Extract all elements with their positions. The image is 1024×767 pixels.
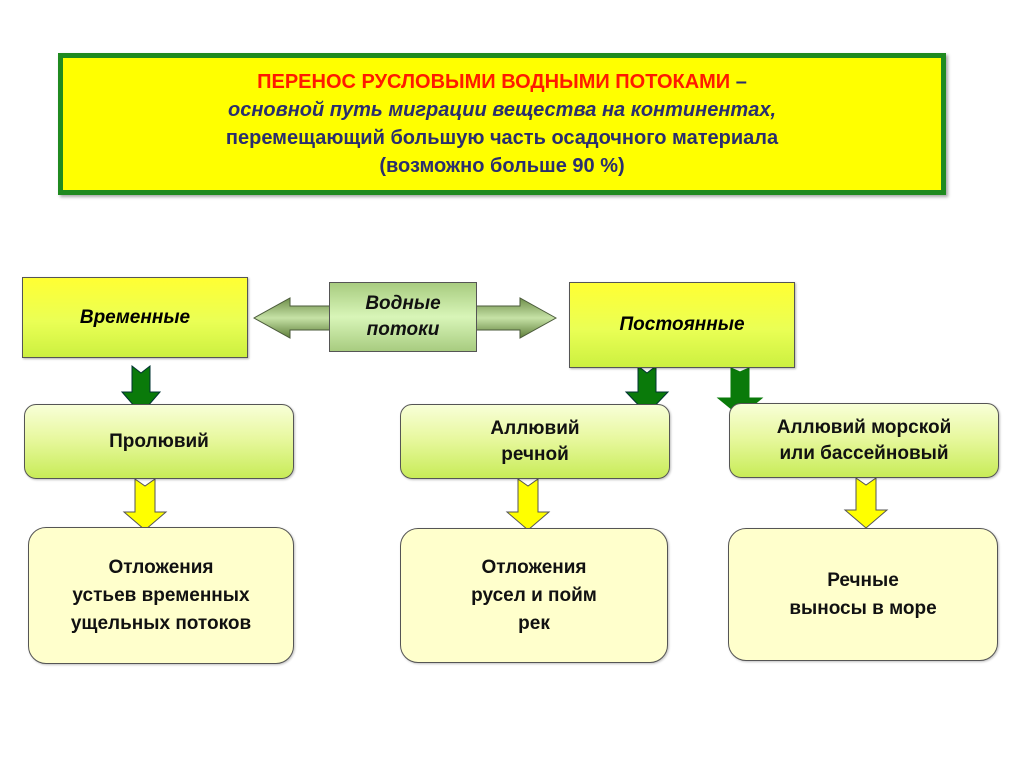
header-line-4: (возможно больше 90 %)	[379, 155, 625, 177]
river-alluvium-line-2: речной	[501, 443, 569, 465]
header-dash: –	[730, 71, 747, 93]
river-alluvium-box: Аллювий речной	[400, 404, 670, 479]
double-arrow-left-icon	[252, 297, 331, 339]
temporary-deposits-line-2: устьев временных	[72, 584, 250, 606]
proluvium-label: Пролювий	[109, 430, 209, 452]
double-arrow-right-icon	[475, 297, 558, 339]
marine-alluvium-line-2: или бассейновый	[779, 442, 949, 464]
category-permanent-label: Постоянные	[619, 314, 745, 335]
yellow-down-arrow-icon	[505, 478, 551, 531]
temporary-deposits-line-3: ущельных потоков	[70, 612, 252, 634]
temporary-deposits-line-1: Отложения	[108, 556, 214, 578]
marine-alluvium-line-1: Аллювий морской	[776, 416, 952, 438]
sea-outflow-line-1: Речные	[827, 569, 899, 591]
river-deposits-line-1: Отложения	[481, 556, 587, 578]
proluvium-box: Пролювий	[24, 404, 294, 479]
header-line-3: перемещающий большую часть осадочного ма…	[225, 127, 779, 149]
yellow-down-arrow-icon	[122, 478, 168, 531]
header-box: ПЕРЕНОС РУСЛОВЫМИ ВОДНЫМИ ПОТОКАМИ – осн…	[58, 53, 946, 195]
river-deposits-line-2: русел и пойм	[471, 584, 597, 606]
marine-alluvium-box: Аллювий морской или бассейновый	[729, 403, 999, 478]
water-flows-line-2: потоки	[366, 319, 440, 340]
river-deposits-line-3: рек	[518, 612, 550, 634]
sea-outflow-line-2: выносы в море	[789, 597, 937, 619]
water-flows-line-1: Водные	[365, 293, 441, 314]
river-alluvium-line-1: Аллювий	[490, 417, 580, 439]
water-flows-box: Водные потоки	[329, 282, 477, 352]
category-permanent: Постоянные	[569, 282, 795, 368]
header-subtitle: основной путь миграции вещества на конти…	[227, 99, 777, 121]
yellow-down-arrow-icon	[843, 477, 889, 529]
header-title: ПЕРЕНОС РУСЛОВЫМИ ВОДНЫМИ ПОТОКАМИ	[257, 71, 731, 93]
temporary-deposits-box: Отложения устьев временных ущельных пото…	[28, 527, 294, 664]
category-temporary-label: Временные	[79, 306, 191, 328]
header-title-line: ПЕРЕНОС РУСЛОВЫМИ ВОДНЫМИ ПОТОКАМИ –	[257, 68, 747, 96]
category-temporary: Временные	[22, 277, 248, 358]
river-deposits-box: Отложения русел и пойм рек	[400, 528, 668, 663]
sea-outflow-box: Речные выносы в море	[728, 528, 998, 661]
